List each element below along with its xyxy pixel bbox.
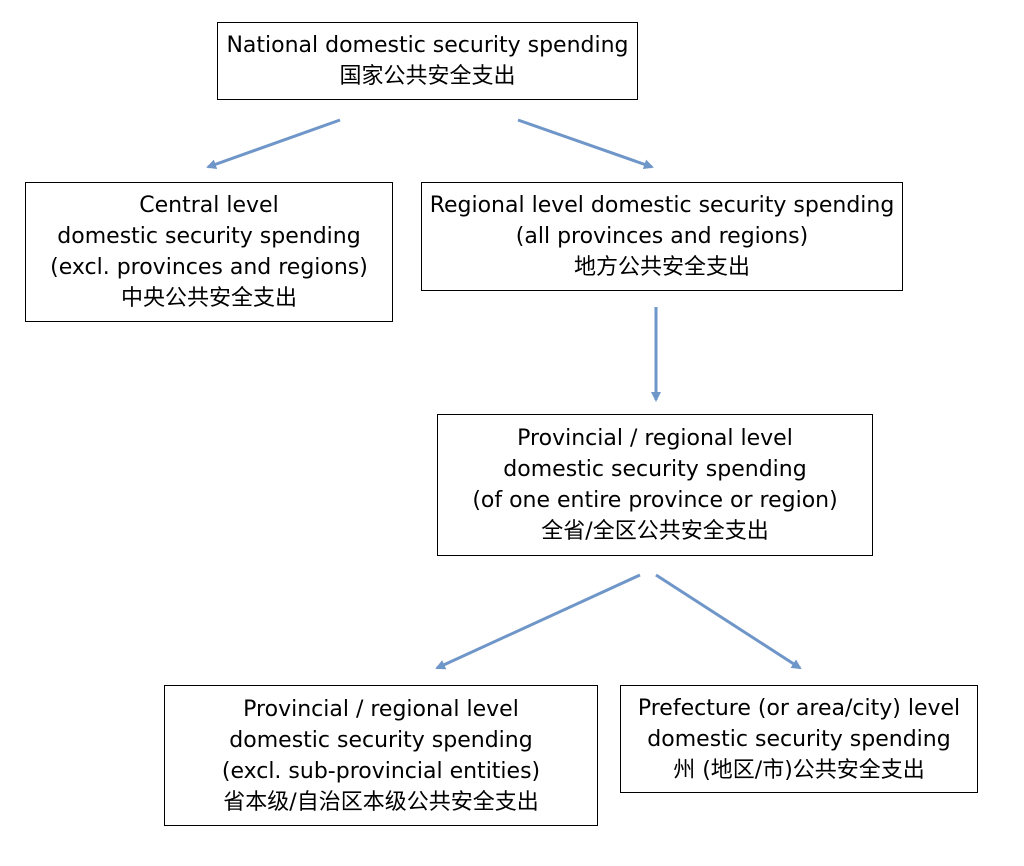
arrow-national-to-regional [517, 118, 654, 170]
node-provincial-own-line-3: (excl. sub-provincial entities) [221, 758, 541, 784]
node-provincial-entire-line-2: domestic security spending [503, 457, 807, 482]
node-provincial-own: Provincial / regional level domestic sec… [164, 685, 598, 826]
arrow-national-to-central [206, 118, 341, 170]
node-prefecture-line-1: Prefecture (or area/city) level [637, 695, 961, 721]
node-provincial-own-line-4: 省本级/自治区本级公共安全支出 [223, 789, 539, 815]
node-national-line-2: 国家公共安全支出 [339, 64, 516, 89]
arrow-provincial-entire-to-provincial-own [435, 573, 641, 670]
node-central-line-1: Central level [139, 193, 279, 218]
node-regional-line-1: Regional level domestic security spendin… [429, 193, 895, 218]
node-central-line-2: domestic security spending [57, 224, 361, 249]
node-national-line-1: National domestic security spending [226, 33, 629, 58]
node-central: Central level domestic security spending… [25, 182, 393, 322]
node-provincial-own-line-1: Provincial / regional level [243, 696, 519, 722]
node-provincial-entire-line-4: 全省/全区公共安全支出 [541, 519, 769, 544]
node-regional: Regional level domestic security spendin… [421, 182, 903, 291]
node-provincial-entire-line-1: Provincial / regional level [517, 426, 793, 451]
node-central-line-4: 中央公共安全支出 [120, 286, 297, 311]
node-regional-line-3: 地方公共安全支出 [573, 255, 750, 280]
node-prefecture-line-2: domestic security spending [647, 726, 951, 752]
node-central-line-3: (excl. provinces and regions) [50, 255, 368, 280]
node-provincial-own-line-2: domestic security spending [229, 727, 533, 753]
node-national: National domestic security spending 国家公共… [217, 22, 638, 100]
node-prefecture-line-3: 州 (地区/市)公共安全支出 [673, 757, 925, 783]
node-provincial-entire-line-3: (of one entire province or region) [472, 488, 838, 513]
arrow-provincial-entire-to-prefecture [655, 573, 802, 670]
node-prefecture: Prefecture (or area/city) level domestic… [620, 685, 978, 793]
node-regional-line-2: (all provinces and regions) [515, 224, 809, 249]
node-provincial-entire: Provincial / regional level domestic sec… [437, 414, 873, 556]
